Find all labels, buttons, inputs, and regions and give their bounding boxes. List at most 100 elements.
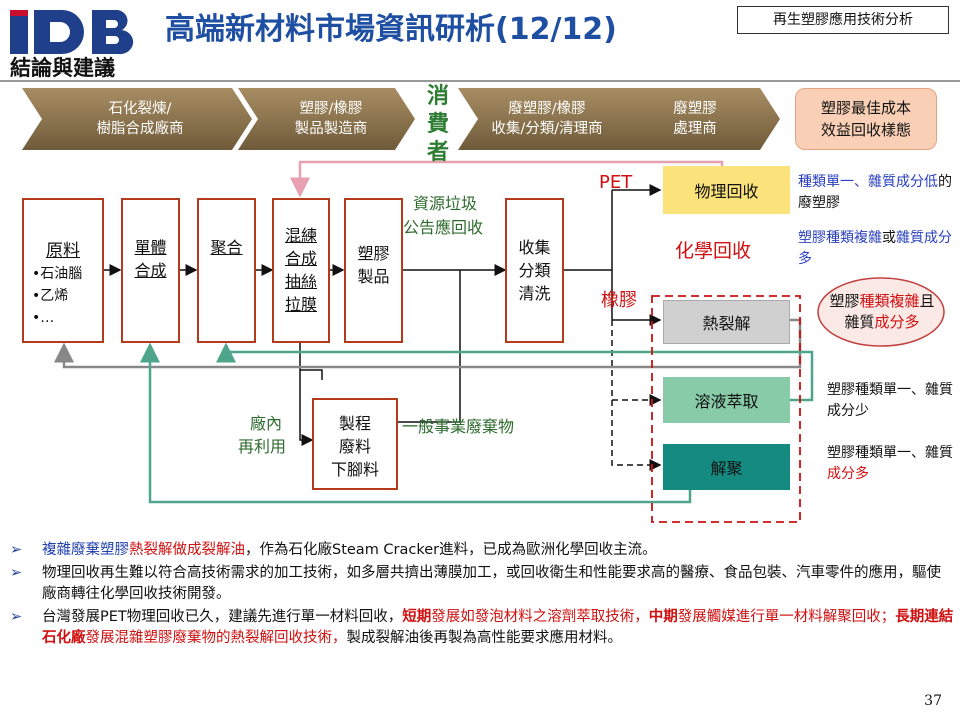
- collect-line: 清洗: [518, 284, 551, 303]
- chemical-recycling-label: 化學回收: [675, 240, 752, 262]
- note-segment: 的廢塑膠: [798, 174, 952, 211]
- topic-badge: 再生塑膠應用技術分析: [737, 6, 949, 34]
- raw-material-item: •…: [32, 310, 55, 326]
- scrap-box: 製程 廢料 下腳料: [312, 398, 398, 490]
- collect-line: 分類: [518, 261, 551, 280]
- note-segment: 成分多: [874, 313, 920, 331]
- bullet-segment: 台灣發展PET物理回收已久，建議先進行單一材料回收，: [42, 608, 403, 625]
- compound-line: 合成: [284, 249, 317, 268]
- chain-step-2: 塑膠/橡膠 製品製造商: [256, 88, 406, 150]
- physical-note: 種類單一、雜質成分低的廢塑膠: [798, 172, 953, 214]
- inhouse-label-2: 再利用: [238, 437, 287, 456]
- pet-label: PET: [599, 172, 633, 193]
- raw-material-title: 原料: [46, 241, 80, 261]
- collect-line: 收集: [518, 238, 551, 257]
- compound-line: 抽絲: [284, 272, 317, 291]
- best-value-line: 效益回收樣態: [820, 121, 911, 139]
- note-segment: 塑膠種類複雜: [798, 230, 882, 246]
- bullet-segment: 熱裂解做成裂解油: [129, 542, 245, 558]
- chain-step-line: 廢塑膠: [673, 101, 717, 117]
- note-segment: 雜: [896, 230, 910, 246]
- chain-step-4: 廢塑膠 處理商: [620, 88, 770, 150]
- note-segment: 塑膠: [829, 292, 860, 310]
- best-value-line: 塑膠最佳成本: [820, 99, 911, 117]
- bullet-item: ➢ 複雜廢棄塑膠熱裂解做成裂解油，作為石化廠Steam Cracker進料，已成…: [10, 540, 955, 562]
- monomer-line: 單體: [134, 238, 167, 257]
- compound-box: 混練 合成 抽絲 拉膜: [272, 198, 330, 343]
- note-segment: 且雜質: [844, 292, 935, 331]
- raw-material-item: •石油腦: [32, 266, 83, 282]
- general-waste-label: 一般事業廢棄物: [402, 417, 515, 436]
- polymerize-box: 聚合: [197, 198, 256, 343]
- chain-step-line: 石化裂煉/: [108, 101, 172, 117]
- note-segment: 成分多: [827, 466, 869, 482]
- inhouse-line: [299, 343, 314, 446]
- product-box: 塑膠 製品: [344, 198, 403, 343]
- scrap-line: 製程: [338, 414, 371, 433]
- raw-material-box: 原料 •石油腦 •乙烯 •…: [22, 198, 104, 343]
- note-segment: 塑膠種類單一、雜質: [827, 445, 953, 461]
- note-segment: 或: [882, 230, 896, 246]
- bullet-segment: 中期: [648, 608, 678, 625]
- chemical-note: 塑膠種類複雜或雜質成分多: [798, 228, 953, 270]
- product-line: 製品: [357, 267, 390, 286]
- page-number: 37: [924, 693, 942, 709]
- solvent-extraction-box: 溶液萃取: [663, 377, 790, 423]
- note-segment: 質成分多: [798, 230, 952, 267]
- chain-step-line: 製品製造商: [294, 121, 368, 137]
- polymerize-label: 聚合: [210, 238, 243, 257]
- resource-label: 資源垃圾: [413, 194, 478, 213]
- product-line: 塑膠: [357, 244, 390, 263]
- compound-line: 混練: [284, 226, 317, 245]
- physical-recycling-box: 物理回收: [663, 166, 790, 214]
- pyrolysis-box: 熱裂解: [663, 300, 790, 344]
- idb-logo: [10, 10, 134, 55]
- bullet-segment: 發展觸媒進行單一材料解聚回收；: [677, 608, 896, 625]
- inhouse-label-1: 廠內: [250, 414, 283, 433]
- collect-box: 收集 分類 清洗: [505, 198, 564, 343]
- note-segment: 分低: [910, 174, 938, 190]
- chain-step-3: 廢塑膠/橡膠 收集/分類/清理商: [472, 88, 622, 150]
- depoly-note: 塑膠種類單一、雜質成分多: [827, 443, 955, 485]
- monomer-box: 單體 合成: [121, 198, 180, 343]
- bullet-text: 物理回收再生難以符合高技術需求的加工技術，如多層共擠出薄膜加工，或回收衛生和性能…: [42, 564, 941, 603]
- solvent-note: 塑膠種類單一、雜質成分少: [827, 382, 953, 419]
- page-title: 高端新材料市場資訊研析(12/12): [165, 12, 617, 47]
- announce-label: 公告應回收: [403, 218, 484, 237]
- inhouse-line: [300, 369, 323, 380]
- scrap-line: 下腳料: [330, 460, 379, 479]
- bullet-segment: 發展如發泡材料之溶劑萃取技術，: [431, 608, 649, 625]
- bullet-text: 台灣發展PET物理回收已久，建議先進行單一材料回收，短期發展如發泡材料之溶劑萃取…: [42, 607, 955, 650]
- chain-step-line: 樹脂合成廠商: [96, 121, 184, 137]
- bullet-segment: 發展混雜塑膠廢棄物的熱裂解回收技術，: [85, 630, 347, 646]
- chain-step-line: 收集/分類/清理商: [491, 121, 603, 137]
- consumer-label: 消費者: [426, 84, 449, 165]
- best-value-badge: 塑膠最佳成本 效益回收樣態: [795, 88, 937, 150]
- rubber-label: 橡膠: [601, 290, 637, 311]
- compound-line: 拉膜: [284, 295, 317, 314]
- note-segment: 種類單一、雜質成: [798, 174, 910, 190]
- arrow-bullet-icon: ➢: [10, 564, 23, 581]
- header-divider: [0, 80, 960, 82]
- bullet-segment: 短期: [402, 608, 432, 625]
- chain-step-line: 廢塑膠/橡膠: [508, 101, 586, 117]
- section-heading: 結論與建議: [10, 56, 115, 80]
- bullet-item: ➢ 台灣發展PET物理回收已久，建議先進行單一材料回收，短期發展如發泡材料之溶劑…: [10, 607, 955, 650]
- arrow-bullet-icon: ➢: [10, 542, 23, 558]
- raw-material-item: •乙烯: [32, 288, 69, 304]
- conclusion-bullets: ➢ 複雜廢棄塑膠熱裂解做成裂解油，作為石化廠Steam Cracker進料，已成…: [10, 540, 955, 651]
- raw-material-list: •石油腦 •乙烯 •…: [32, 263, 102, 329]
- scrap-line: 廢料: [338, 437, 371, 456]
- feedback-line-pink: [290, 160, 724, 198]
- chain-step-1: 石化裂煉/ 樹脂合成廠商: [40, 88, 240, 150]
- note-segment: 種類複雜: [859, 292, 920, 310]
- bullet-segment: ，作為石化廠Steam Cracker進料，已成為歐洲化學回收主流。: [245, 542, 657, 558]
- arrow-bullet-icon: ➢: [10, 608, 23, 625]
- pyrolysis-note: 塑膠種類複雜且雜質成分多: [826, 291, 938, 333]
- bullet-text: 複雜廢棄塑膠熱裂解做成裂解油，作為石化廠Steam Cracker進料，已成為歐…: [42, 540, 657, 562]
- bullet-segment: 製成裂解油後再製為高性能要求應用材料。: [346, 630, 623, 646]
- monomer-line: 合成: [134, 261, 167, 280]
- depolymerization-box: 解聚: [663, 444, 790, 490]
- flow-arrow-dashed: [611, 320, 662, 471]
- chain-step-line: 處理商: [673, 121, 717, 137]
